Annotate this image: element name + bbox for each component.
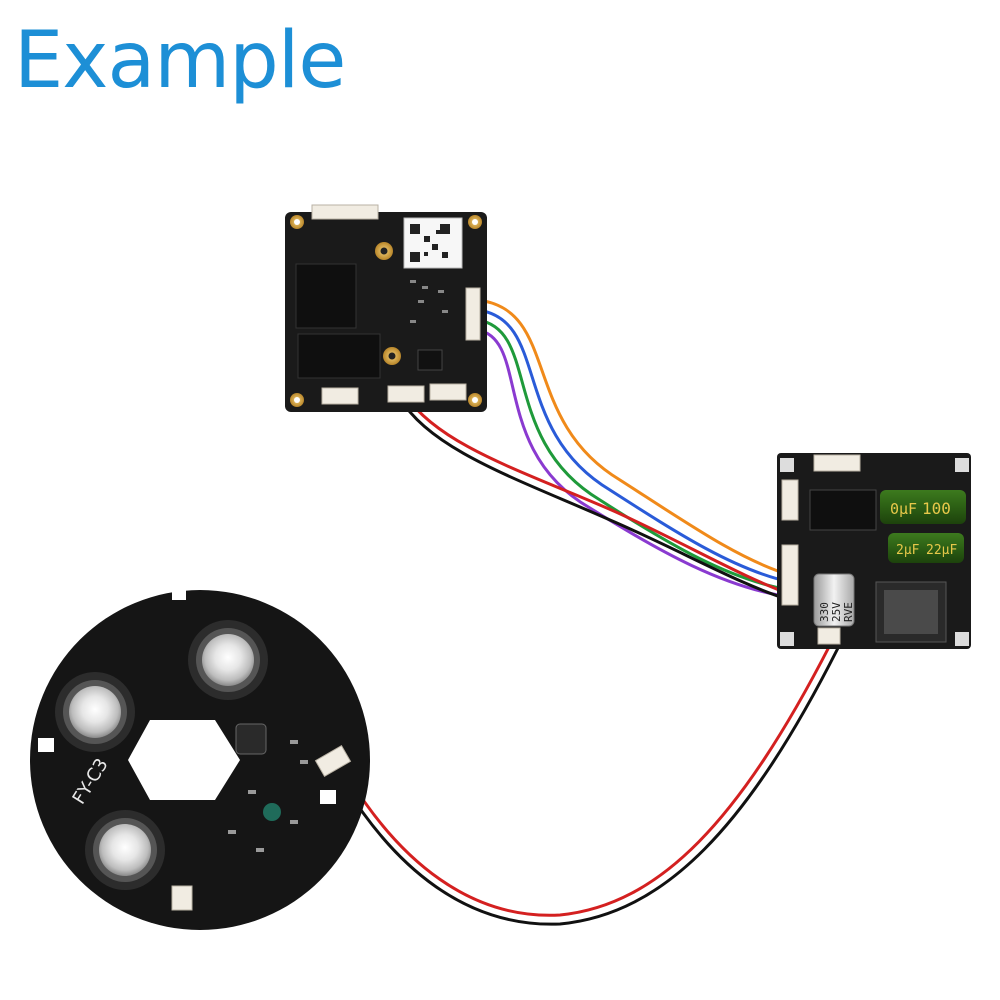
wire-harness: [343, 298, 840, 926]
svg-text:22μF: 22μF: [926, 543, 957, 558]
wire-green: [476, 318, 792, 592]
wire-orange: [476, 298, 792, 577]
wire-purple: [476, 328, 792, 599]
ir-led-board: FY-C3: [30, 584, 370, 930]
capacitor-22uf: [888, 533, 964, 563]
wire-red: [404, 394, 792, 596]
wire-red-ir: [348, 643, 832, 917]
example-heading: Example: [14, 16, 346, 106]
camera-module-board: [285, 204, 487, 412]
ir-led-left: [55, 672, 135, 752]
wire-black-ir: [343, 646, 840, 926]
capacitor-330: [813, 573, 855, 627]
ir-led-bottom: [85, 810, 165, 890]
svg-text:100: 100: [922, 499, 951, 518]
power-board: 0μF 100 2μF 22μF 330 25V RVE: [777, 453, 971, 649]
svg-text:25V: 25V: [830, 602, 843, 622]
wire-black: [398, 396, 792, 602]
ir-led-top: [188, 620, 268, 700]
svg-text:0μF: 0μF: [890, 500, 917, 518]
wire-blue: [476, 308, 792, 584]
svg-text:2μF: 2μF: [896, 543, 920, 558]
capacitor-100uf: [880, 490, 966, 524]
svg-text:330: 330: [818, 602, 831, 622]
svg-text:RVE: RVE: [842, 602, 855, 622]
